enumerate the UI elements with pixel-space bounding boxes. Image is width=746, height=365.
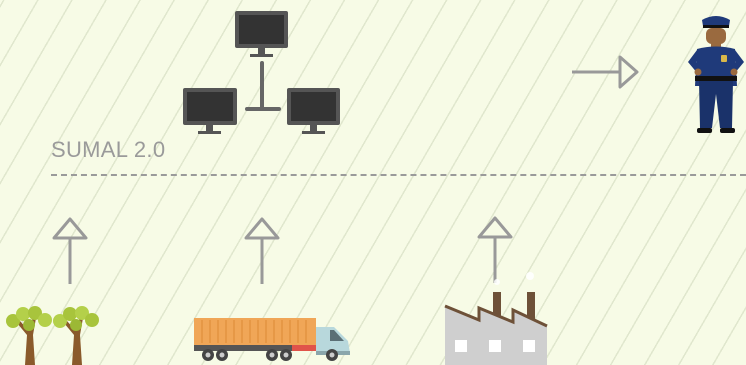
monitor-icon [287,88,340,134]
tree-icon [6,306,52,365]
police-officer-icon [688,16,744,133]
system-boundary-divider [51,174,746,176]
monitor-icon [235,11,288,57]
arrow-up-icon [244,217,280,284]
trees-icon [6,306,99,365]
arrow-up-icon [477,216,513,283]
tree-icon [53,306,99,365]
arrow-up-icon [52,217,88,284]
smoke [494,272,534,285]
network-connector [245,61,281,111]
network-icon [183,11,340,134]
truck-icon [194,318,350,361]
monitor-icon [183,88,237,134]
factory-icon [444,272,548,365]
arrow-right-icon [572,55,639,89]
system-label: SUMAL 2.0 [51,137,166,162]
